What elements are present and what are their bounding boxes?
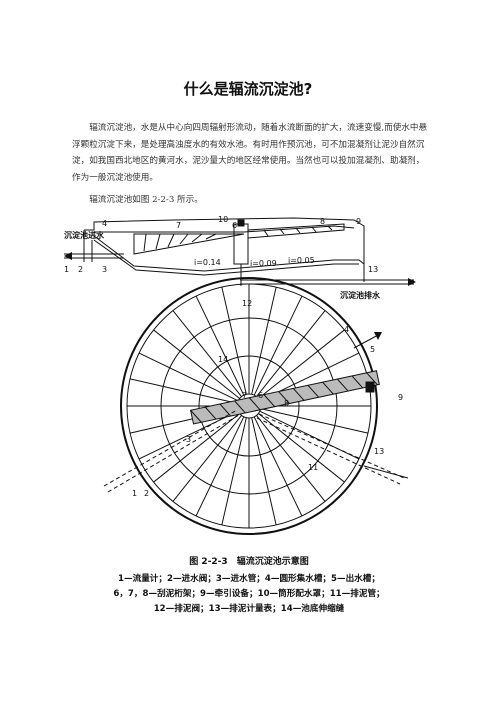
bridge-truss-member <box>248 397 261 411</box>
bridge-truss-member <box>366 372 378 386</box>
slope-label-1: i=0.14 <box>194 258 221 267</box>
bridge-truss-member <box>307 384 320 398</box>
radial-floor-joint <box>153 413 240 483</box>
section-number: 13 <box>368 265 378 274</box>
plan-number: 1 <box>132 489 137 498</box>
figure-legend-line: 1—流量计；2—进水阀；3—进水管；4—圆形集水槽；5—出水槽； <box>118 574 380 584</box>
outlet-label: 沉淀池排水 <box>340 290 381 300</box>
bridge-truss-member <box>204 406 217 420</box>
plan-number: 13 <box>374 447 384 456</box>
radial-floor-joint <box>251 286 277 395</box>
section-number: 7 <box>176 221 181 230</box>
page-title: 什么是辐流沉淀池? <box>183 80 313 98</box>
sedimentation-tank-diagram: 沉淀池进水 沉淀池排水 i=0.14 i=0.09 i=0.05 1 2 3 4… <box>64 216 416 535</box>
radial-floor-joint <box>221 286 247 395</box>
section-number: 3 <box>102 265 107 274</box>
section-number: 4 <box>102 219 107 228</box>
paragraph-figure-ref: 辐流沉淀池如图 2-2-3 所示。 <box>89 195 203 205</box>
bridge-truss-member <box>219 403 232 417</box>
radial-floor-joint <box>153 329 240 399</box>
radial-floor-joint <box>258 329 345 399</box>
section-number: 6 <box>232 221 237 230</box>
section-labels: 沉淀池进水 沉淀池排水 i=0.14 i=0.09 i=0.05 1 2 3 4… <box>64 216 381 354</box>
plan-number: 9 <box>398 393 403 402</box>
inlet-pipe <box>107 414 240 493</box>
section-number: 12 <box>242 299 252 308</box>
plan-labels: 4 14 7 6 8 9 3 13 11 1 2 <box>132 325 403 498</box>
radial-floor-joint <box>256 415 326 502</box>
section-number: 10 <box>218 216 228 224</box>
sludge-pipe-outlet <box>363 465 409 479</box>
section-number: 8 <box>320 217 325 226</box>
radial-floor-joint <box>172 310 242 397</box>
bridge-truss-member <box>263 394 276 408</box>
section-number: 2 <box>78 265 83 274</box>
inlet-pipe <box>103 409 238 487</box>
radial-floor-joint <box>253 416 303 517</box>
slope-label-2: i=0.09 <box>250 259 277 268</box>
bridge-truss-member <box>351 375 364 389</box>
radial-floor-joint <box>260 408 369 434</box>
radial-floor-joint <box>251 417 277 526</box>
paragraph-intro: 辐流沉淀池，水是从中心向四周辐射形流动，随着水流断面的扩大，流速变慢,而使水中悬… <box>72 123 428 183</box>
bridge-truss-member <box>278 391 290 404</box>
section-number: 5 <box>370 345 375 354</box>
radial-floor-joint <box>195 295 245 396</box>
traction-device <box>365 381 375 393</box>
plan-number: 6 <box>258 391 263 400</box>
radial-floor-joint <box>195 416 245 517</box>
figure-legend-line: 12—排泥阀；13—排泥计量表；14—池底伸缩缝 <box>153 604 345 614</box>
bridge-truss-member <box>292 388 305 401</box>
plan-view <box>103 277 409 535</box>
plan-number: 11 <box>308 463 318 472</box>
radial-floor-joint <box>221 417 247 526</box>
bridge-truss-member <box>336 378 349 392</box>
section-number: 1 <box>64 265 69 274</box>
scraper-bridge <box>190 370 380 425</box>
figure-caption-title: 图 2-2-3 辐流沉淀池示意图 <box>189 557 309 567</box>
radial-floor-joint <box>138 352 239 402</box>
radial-floor-joint <box>256 310 326 397</box>
sludge-pipe <box>258 413 405 479</box>
plan-number: 3 <box>186 435 191 444</box>
inlet-label: 沉淀池进水 <box>64 230 105 240</box>
plan-number: 4 <box>344 325 349 334</box>
radial-floor-joint <box>172 415 242 502</box>
plan-number: 8 <box>284 399 289 408</box>
radial-floor-joint <box>129 378 238 404</box>
outlet-arrow <box>374 332 382 340</box>
slope-label-3: i=0.05 <box>288 256 315 265</box>
radial-floor-joint <box>253 295 303 396</box>
plan-number: 2 <box>144 489 149 498</box>
sludge-pipe <box>256 417 401 485</box>
plan-number: 14 <box>218 355 228 364</box>
bridge-truss-member <box>322 381 334 395</box>
outer-wall <box>120 277 378 535</box>
bridge-truss-member <box>190 409 202 423</box>
plan-number: 7 <box>242 391 247 400</box>
bridge-truss-member <box>234 400 246 414</box>
figure-legend-line: 6，7，8—刮泥桁架；9—牵引设备；10—筒形配水罩；11—排泥管； <box>113 589 385 599</box>
outlet-channel <box>353 333 381 349</box>
section-number: 9 <box>356 217 361 226</box>
section-view <box>64 217 416 286</box>
